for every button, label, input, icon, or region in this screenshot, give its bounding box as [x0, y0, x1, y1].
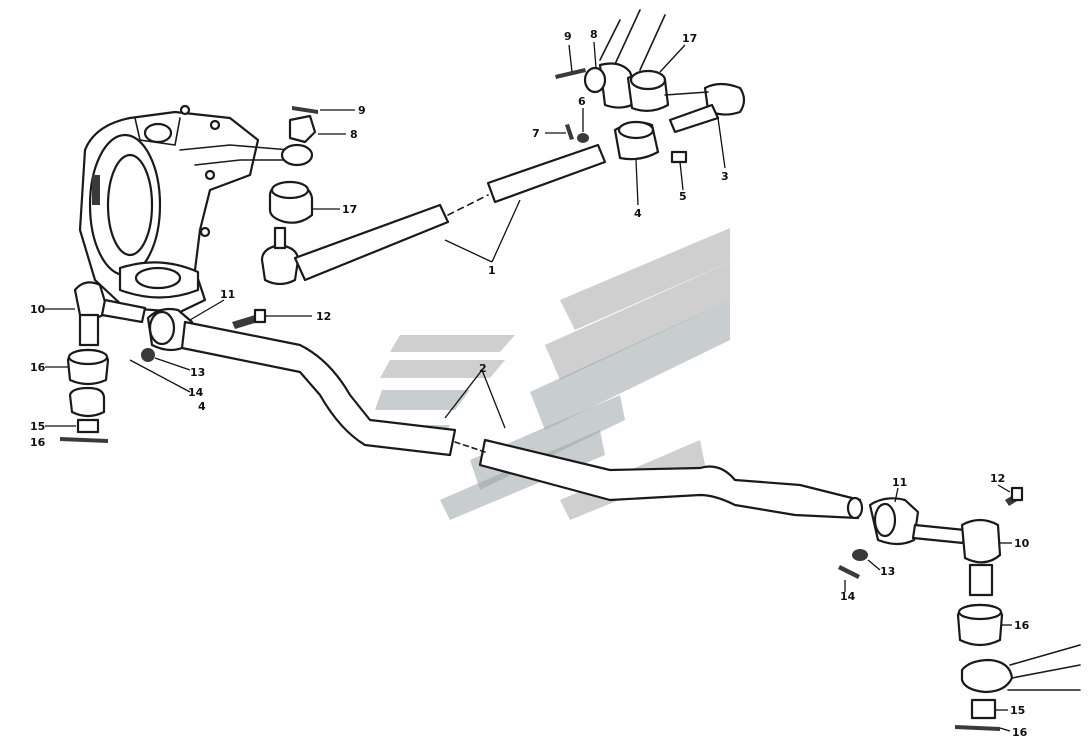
callout-label: 16: [30, 361, 46, 374]
callout-label: 4: [634, 207, 642, 220]
callout-label: 16: [1014, 619, 1030, 632]
callout-label: 2: [479, 362, 487, 375]
pitman-arm-assembly: [555, 9, 746, 164]
leader-lines: [45, 41, 1012, 732]
tie-rod: [180, 320, 864, 520]
callout-label: 8: [590, 28, 598, 41]
callout-label: 4: [198, 400, 206, 413]
callout-label: 14: [188, 386, 204, 399]
callout-label: 17: [342, 203, 357, 216]
callout-label: 9: [358, 104, 366, 117]
callout-label: 1: [488, 264, 496, 277]
callout-label: 14: [840, 590, 856, 603]
callout-label: 13: [190, 366, 205, 379]
callout-labels: 9 8 17 6 7 3 4 5 9 8 17 1 10 11 12 16 13…: [30, 28, 1030, 739]
callout-label: 7: [532, 127, 540, 140]
callout-label: 10: [30, 303, 46, 316]
drag-link: [293, 143, 607, 282]
right-tie-rod-end-assembly: [838, 486, 1081, 731]
callout-label: 12: [990, 472, 1005, 485]
callout-label: 3: [721, 170, 729, 183]
callout-label: 5: [679, 190, 687, 203]
upper-left-ball-joint-stack: [260, 106, 318, 286]
callout-label: 17: [682, 32, 697, 45]
callout-label: 15: [30, 420, 45, 433]
callout-label: 11: [892, 476, 907, 489]
callout-label: 8: [350, 128, 358, 141]
callout-label: 10: [1014, 537, 1030, 550]
callout-label: 15: [1010, 704, 1025, 717]
callout-label: 12: [316, 310, 331, 323]
left-tie-rod-end: [60, 281, 147, 443]
left-tie-rod-clamp: [141, 307, 267, 362]
steering-knuckle: [78, 104, 291, 314]
callout-label: 16: [30, 436, 46, 449]
callout-label: 16: [1012, 726, 1028, 739]
callout-label: 11: [220, 288, 235, 301]
callout-label: 13: [880, 565, 895, 578]
callout-label: 9: [564, 30, 572, 43]
callout-label: 6: [578, 95, 586, 108]
